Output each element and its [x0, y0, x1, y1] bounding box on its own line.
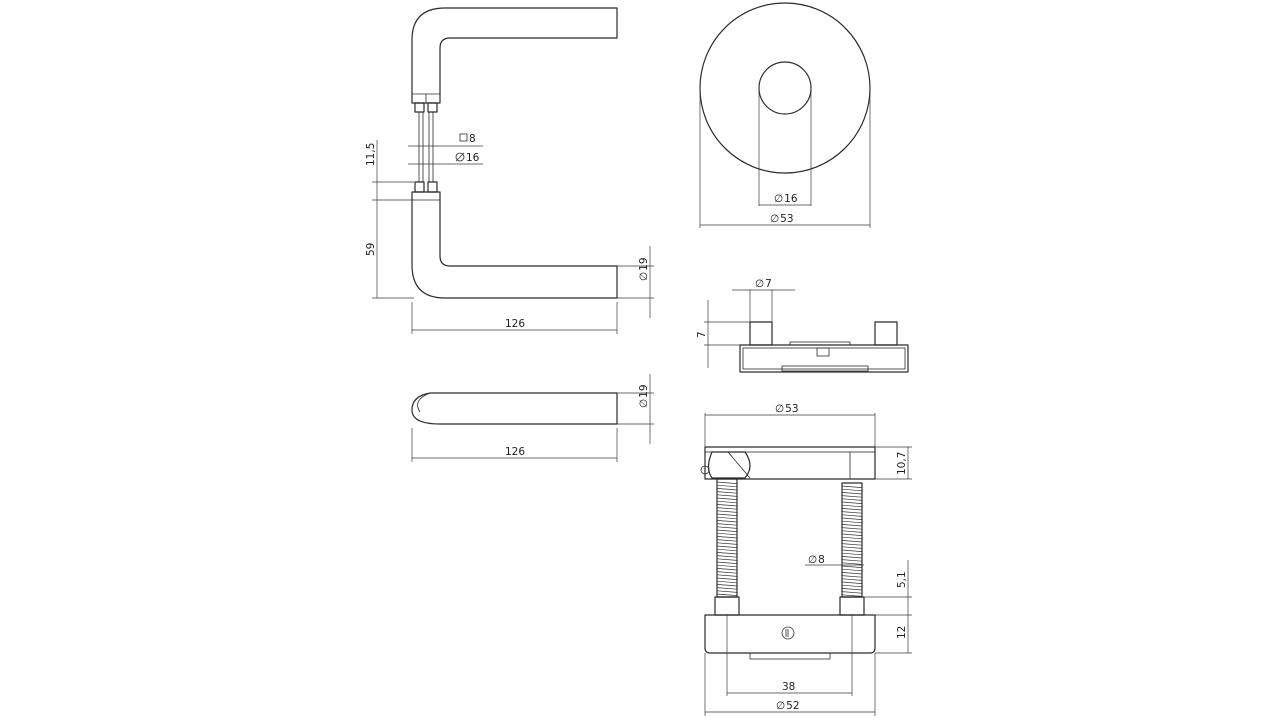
rose-front-view [699, 2, 871, 174]
right-threaded-rod [841, 482, 863, 598]
lever-side-view [411, 392, 618, 425]
dim-label-height: 59 [365, 243, 377, 256]
dim-post-dia-7: ∅7 [732, 278, 795, 322]
dim-label-lever-length: 126 [505, 446, 525, 458]
dim-handle-length-126: 126 [411, 302, 618, 334]
dim-lever-length-126: 126 [411, 428, 618, 462]
dim-label-base-height: 12 [896, 626, 908, 639]
dim-backplate-53: ∅53 [704, 403, 876, 447]
dim-label-backplate-height: 10,7 [896, 452, 908, 475]
dim-lever-dia-19: ∅19 [617, 374, 654, 444]
dim-label-base-span: 38 [782, 681, 795, 693]
dim-square-8: 8 [408, 133, 483, 147]
dim-height-59: 59 [365, 200, 414, 299]
dim-offset-11-5: 11,5 [365, 140, 414, 201]
dim-label-handle-length: 126 [505, 318, 525, 330]
dim-screw-offset-5-1: 5,1 [864, 560, 912, 615]
dim-collar-16: 16 [408, 152, 483, 165]
dim-base-height-12: 12 [875, 614, 912, 654]
dim-label-offset: 11,5 [365, 143, 377, 166]
left-threaded-rod [716, 478, 738, 598]
dim-post-height-7: 7 [696, 300, 750, 368]
handle-top-view [411, 7, 618, 299]
dim-screw-dia-8: ∅8 [805, 554, 864, 566]
dim-base-span-38: 38 [726, 615, 853, 696]
dim-label-post-height: 7 [696, 331, 708, 338]
dim-base-dia-52: ∅52 [704, 653, 876, 716]
dim-label-rose-inner: ∅16 [774, 193, 798, 205]
dim-label-collar: 16 [466, 152, 480, 164]
dim-label-handle-dia: ∅19 [638, 257, 650, 281]
dim-label-screw-dia: ∅8 [808, 554, 825, 566]
dim-backplate-height-10-7: 10,7 [875, 446, 912, 480]
dim-label-screw-offset: 5,1 [896, 571, 908, 588]
dim-rose-outer-53: ∅53 [699, 88, 871, 228]
dim-label-square: 8 [469, 133, 476, 145]
dim-handle-dia-19: ∅19 [617, 246, 654, 318]
dim-label-lever-dia: ∅19 [638, 384, 650, 408]
dim-label-rose-outer: ∅53 [770, 213, 794, 225]
dim-label-base-dia: ∅52 [776, 700, 800, 712]
dim-rose-inner-16: ∅16 [758, 88, 812, 206]
dim-label-post-dia: ∅7 [755, 278, 772, 290]
dim-label-backplate-dia: ∅53 [775, 403, 799, 415]
mounting-assembly [700, 446, 876, 660]
rose-side-view [739, 321, 909, 373]
